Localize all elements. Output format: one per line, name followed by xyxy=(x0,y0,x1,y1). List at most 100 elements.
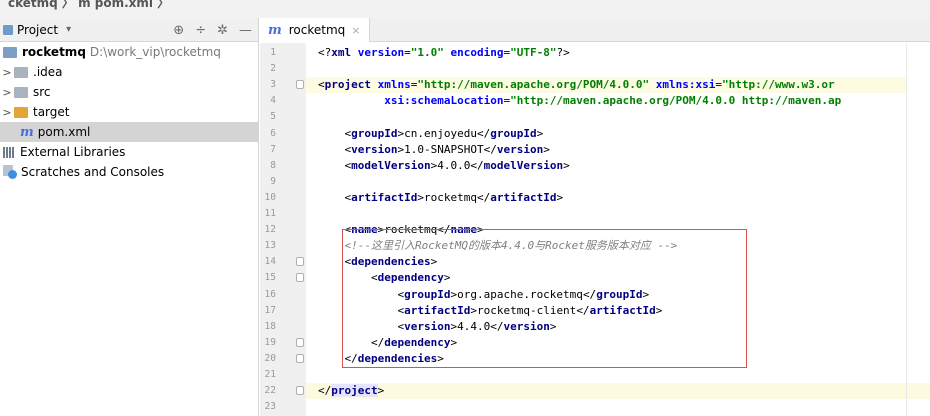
collapse-icon[interactable]: ÷ xyxy=(195,22,207,38)
code-line[interactable]: <dependency> xyxy=(306,270,906,286)
code-token: </ xyxy=(483,142,497,156)
tree-item-label: .idea xyxy=(33,65,63,79)
project-icon xyxy=(3,24,13,35)
code-token: groupId xyxy=(490,126,537,140)
code-line[interactable]: <groupId>cn.enjoyedu</groupId> xyxy=(306,126,906,142)
code-line[interactable] xyxy=(306,367,906,383)
line-number-text: 2 xyxy=(270,63,276,75)
code-token xyxy=(318,94,384,107)
code-token: > xyxy=(437,351,444,365)
code-token: > xyxy=(556,190,564,204)
close-icon[interactable]: × xyxy=(351,23,361,37)
code-line[interactable]: <version>1.0-SNAPSHOT</version> xyxy=(306,142,906,158)
tree-item-target[interactable]: >target xyxy=(0,102,258,122)
code-token: </ xyxy=(476,190,491,204)
fold-marker-icon[interactable] xyxy=(296,386,304,396)
tree-item-label: src xyxy=(33,85,51,99)
code-token: > xyxy=(642,287,650,301)
editor-scrollbar[interactable] xyxy=(906,43,930,416)
code-token: </ xyxy=(437,223,451,237)
code-token: > xyxy=(450,287,458,301)
code-token: < xyxy=(344,255,352,269)
code-token: version xyxy=(357,46,405,59)
scratches-icon xyxy=(3,165,17,179)
code-token: dependencies xyxy=(357,351,438,365)
code-token: version xyxy=(351,142,398,156)
code-token: </ xyxy=(318,384,332,398)
code-line[interactable]: xsi:schemaLocation="http://maven.apache.… xyxy=(306,93,906,109)
code-token: rocketmq xyxy=(423,190,477,204)
code-line[interactable] xyxy=(306,109,906,125)
project-view-selector[interactable]: Project ▾ xyxy=(3,23,71,37)
settings-icon[interactable]: ✲ xyxy=(217,22,228,38)
chevron-right-icon[interactable]: > xyxy=(2,85,12,99)
code-token: version xyxy=(496,142,544,156)
code-token: 4.4.0 xyxy=(457,319,491,333)
folder-icon xyxy=(14,66,28,78)
code-token: < xyxy=(397,287,405,301)
code-line[interactable] xyxy=(306,174,906,190)
code-token: = xyxy=(715,78,723,92)
code-token: encoding xyxy=(450,46,504,59)
code-token: < xyxy=(344,158,352,172)
tree-item-idea[interactable]: > .idea xyxy=(0,62,258,82)
code-token xyxy=(318,352,345,365)
code-token: modelVersion xyxy=(483,158,564,172)
code-token: xmlns:xsi xyxy=(655,78,716,92)
project-path: D:\work_vip\rocketmq xyxy=(89,45,221,59)
code-line[interactable]: <groupId>org.apache.rocketmq</groupId> xyxy=(306,287,906,303)
line-number: 2 xyxy=(260,61,306,77)
line-number: 10 xyxy=(260,190,306,206)
code-token: version xyxy=(404,319,451,333)
fold-marker-icon[interactable] xyxy=(296,337,304,347)
code-line[interactable]: <project xmlns="http://maven.apache.org/… xyxy=(306,77,906,94)
code-token: = xyxy=(503,94,511,108)
tree-item-scratches-and-consoles[interactable]: Scratches and Consoles xyxy=(0,162,258,182)
breadcrumb[interactable]: cketmq 〉 m pom.xml 〉 xyxy=(8,0,170,10)
globe-icon[interactable]: ⊕ xyxy=(173,22,185,38)
code-token: name xyxy=(351,223,378,237)
code-token: </ xyxy=(476,126,491,140)
code-editor[interactable]: <?xml version="1.0" encoding="UTF-8"?> <p… xyxy=(306,43,906,416)
code-line[interactable]: <modelVersion>4.0.0</modelVersion> xyxy=(306,158,906,174)
fold-marker-icon[interactable] xyxy=(296,353,304,363)
code-line[interactable]: </project> xyxy=(306,383,906,400)
code-line[interactable] xyxy=(306,206,906,222)
code-token: xsi:schemaLocation xyxy=(384,94,504,108)
tab-label: rocketmq xyxy=(288,23,346,37)
code-line[interactable]: <artifactId>rocketmq</artifactId> xyxy=(306,190,906,206)
tab-rocketmq[interactable]: m rocketmq × xyxy=(260,18,370,42)
code-token xyxy=(318,320,397,333)
tree-item-external-libraries[interactable]: External Libraries xyxy=(0,142,258,162)
code-token: groupId xyxy=(596,287,643,301)
chevron-right-icon[interactable]: > xyxy=(2,65,12,79)
code-line[interactable]: <!--这里引入RocketMQ的版本4.4.0与Rocket服务版本对应 --… xyxy=(306,238,906,254)
code-line[interactable]: <dependencies> xyxy=(306,254,906,270)
tree-item-src[interactable]: > src xyxy=(0,82,258,102)
code-line[interactable]: </dependency> xyxy=(306,335,906,351)
code-token: </ xyxy=(576,303,590,317)
code-line[interactable]: <name>rocketmq</name> xyxy=(306,222,906,238)
chevron-right-icon[interactable]: > xyxy=(2,105,12,119)
code-token: modelVersion xyxy=(351,158,431,172)
code-token: > xyxy=(563,158,570,172)
hide-icon[interactable]: — xyxy=(239,22,252,38)
code-line[interactable]: </dependencies> xyxy=(306,351,906,367)
code-line[interactable]: <artifactId>rocketmq-client</artifactId> xyxy=(306,303,906,319)
line-number: 18 xyxy=(260,319,306,335)
code-line[interactable] xyxy=(306,399,906,415)
fold-marker-icon[interactable] xyxy=(296,80,304,90)
code-token: > xyxy=(430,255,438,269)
code-token: artifactId xyxy=(490,190,557,204)
fold-marker-icon[interactable] xyxy=(296,273,304,283)
code-token xyxy=(318,304,397,317)
code-token xyxy=(318,336,371,349)
code-line[interactable]: <?xml version="1.0" encoding="UTF-8"?> xyxy=(306,45,906,61)
code-token: > xyxy=(430,158,438,172)
code-line[interactable]: <version>4.4.0</version> xyxy=(306,319,906,335)
fold-marker-icon[interactable] xyxy=(296,257,304,267)
code-line[interactable] xyxy=(306,61,906,77)
